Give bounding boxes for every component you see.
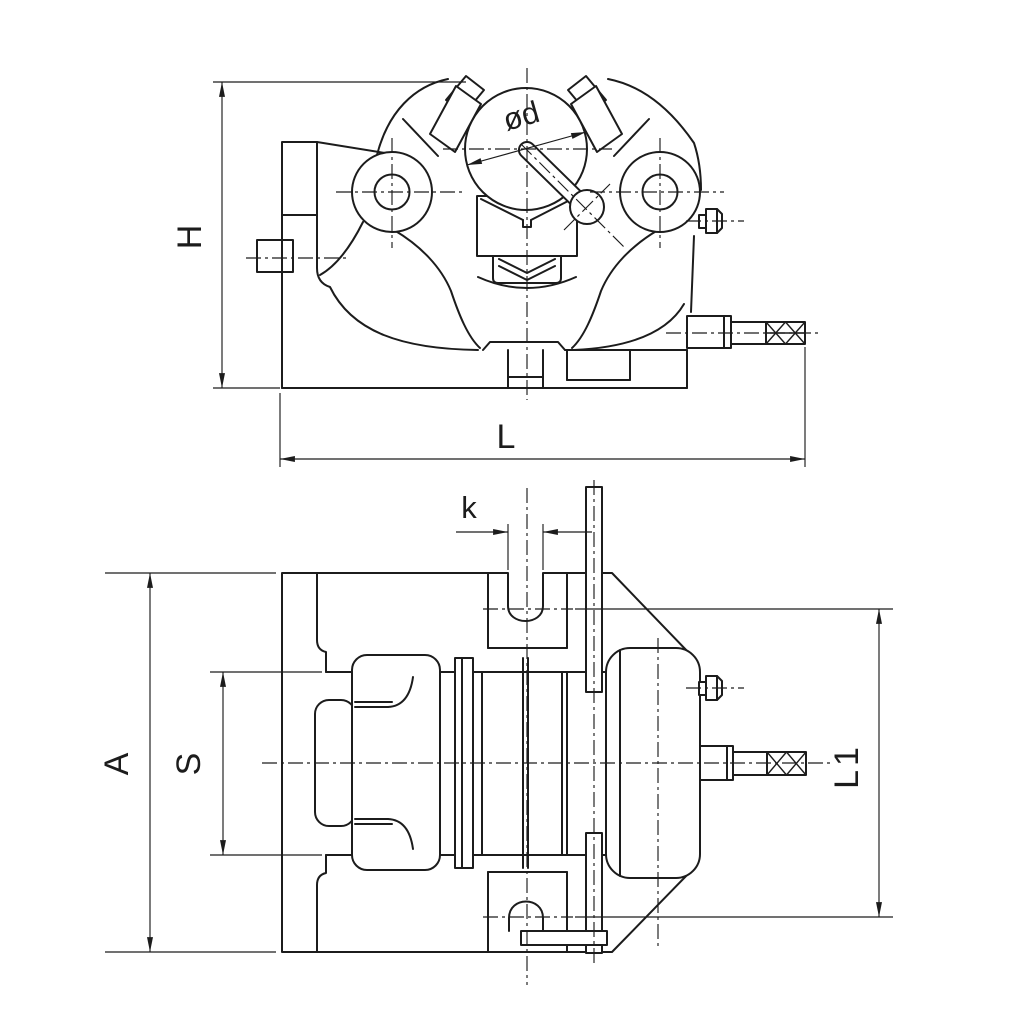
label-body-length-l1: L1 (828, 743, 866, 789)
front-view: H L ød (171, 68, 822, 467)
label-jaw-width-s: S (170, 753, 208, 776)
mount-lug (256, 239, 294, 273)
plan-view: A S L1 k (98, 480, 893, 985)
label-width-a: A (98, 752, 136, 775)
label-length: L (497, 418, 516, 456)
jaw-pad-left (429, 85, 482, 153)
vise-base (281, 341, 688, 389)
dim-jaw-width-s: S (170, 671, 322, 856)
dim-width-a: A (98, 572, 276, 953)
dim-body-length-l1: L1 (575, 608, 893, 918)
dim-height: H (171, 81, 466, 389)
jaw-pad-right (570, 85, 623, 153)
centerlines-plan (262, 480, 830, 985)
label-slot-width-k: k (461, 490, 477, 525)
clamp-screw-front (686, 315, 806, 349)
dim-length: L (279, 347, 806, 467)
dim-slot-width-k: k (456, 490, 592, 570)
left-steps (316, 572, 327, 953)
centerlines-front (246, 68, 822, 400)
handle-clamp (520, 930, 608, 946)
jaw-pads (429, 75, 623, 153)
label-height: H (171, 225, 209, 250)
